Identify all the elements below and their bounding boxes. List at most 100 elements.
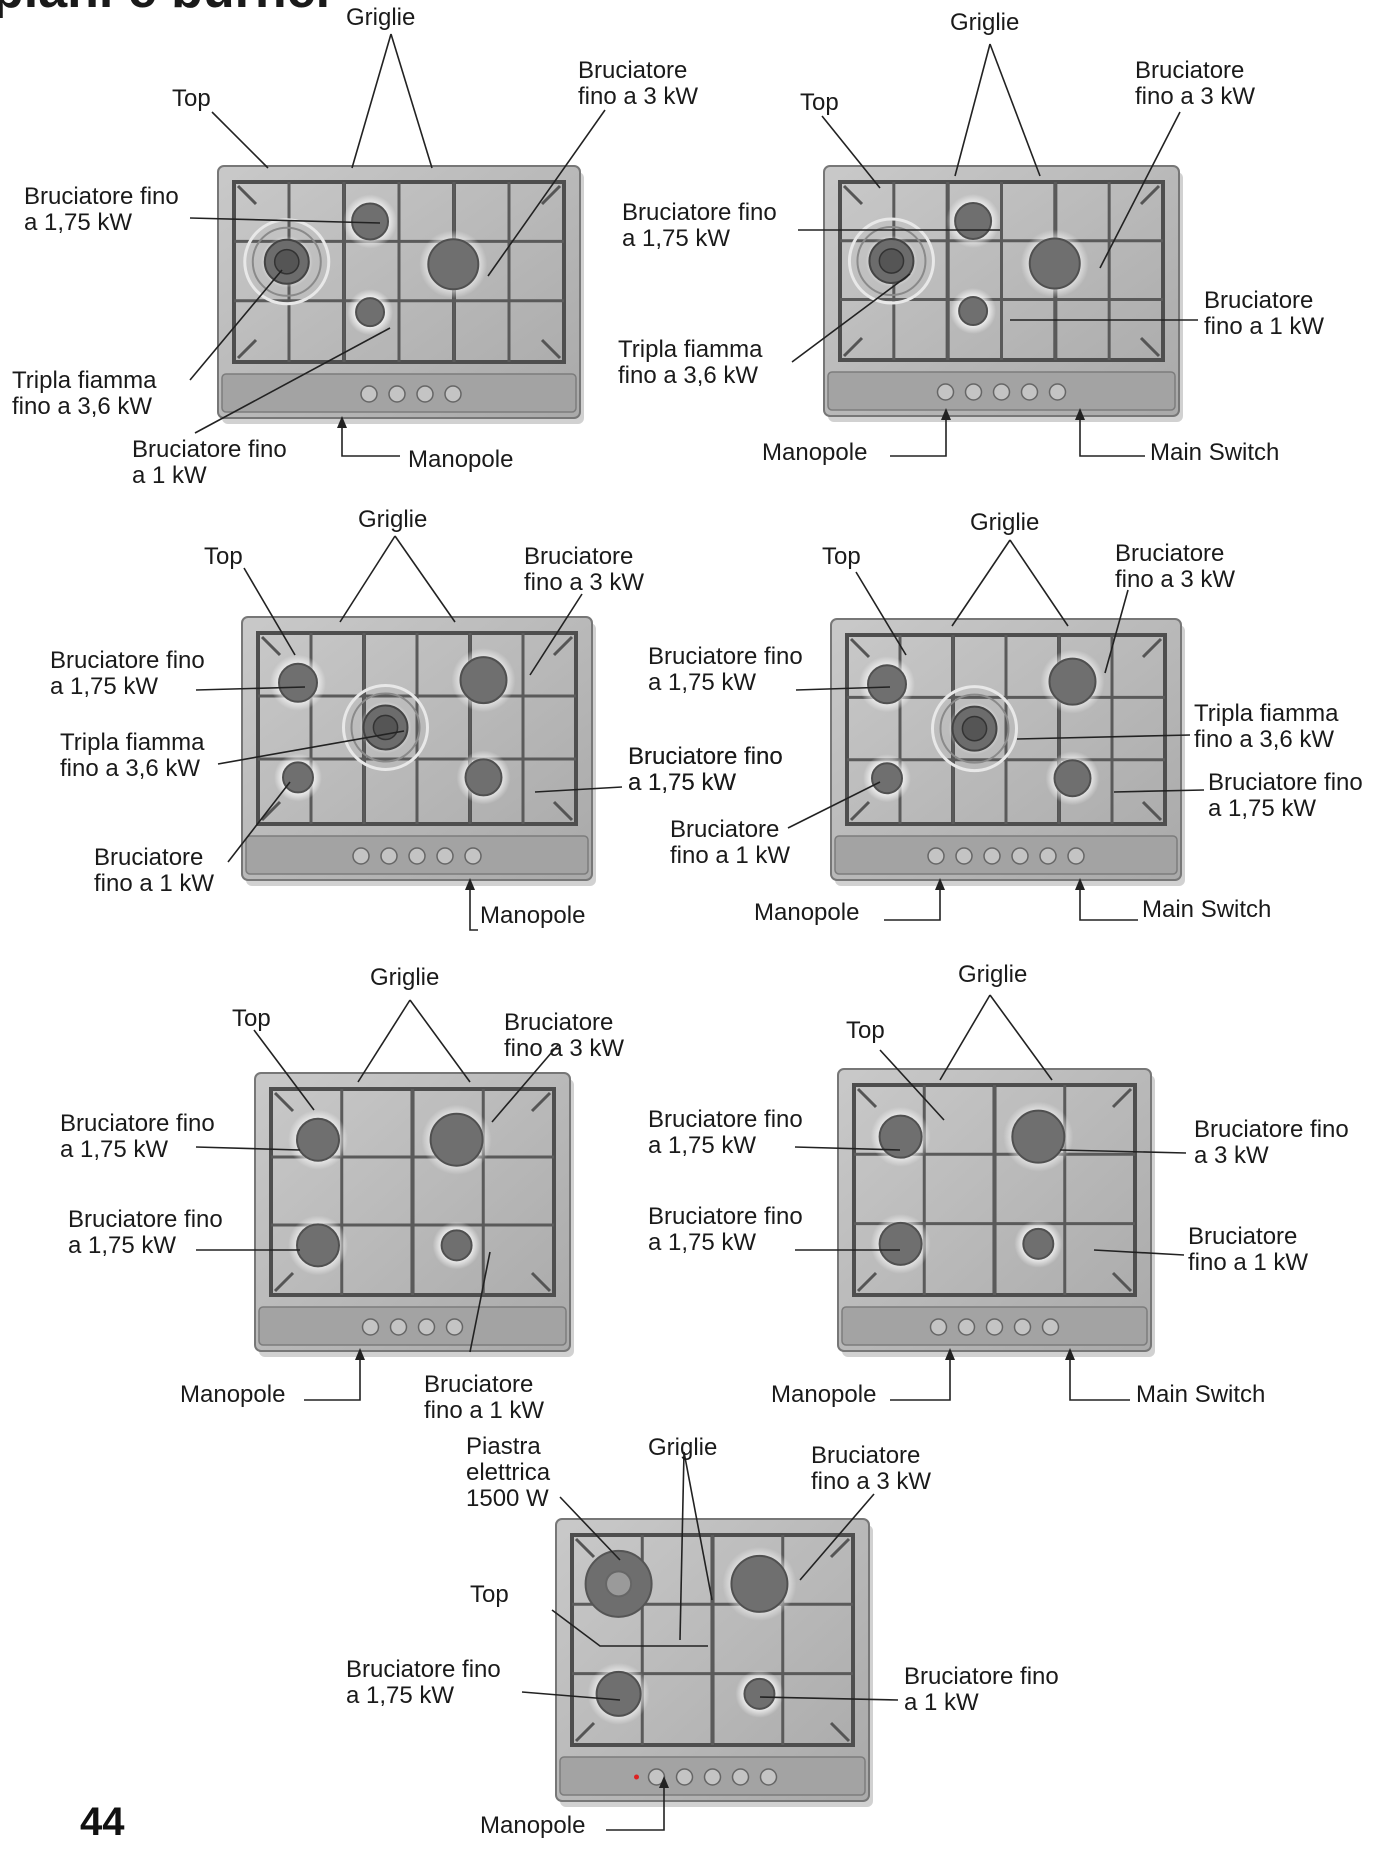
gas-burner-icon [871, 762, 903, 795]
indicator-light-icon [634, 1774, 639, 1780]
leader-line [939, 994, 991, 1081]
label-burner-175-right: Bruciatore fino a 1,75 kW [1208, 769, 1363, 822]
control-knob-icon [759, 1768, 778, 1786]
label-burner-175-left: Bruciatore fino a 1,75 kW [648, 643, 803, 696]
label-burner-175: Bruciatore fino a 1,75 kW [346, 1656, 501, 1709]
leader-line [1104, 589, 1129, 674]
leader-line [469, 1251, 491, 1353]
leader-line [1079, 882, 1138, 921]
control-knob-icon [408, 847, 426, 865]
grate-corner [849, 637, 871, 659]
label-burner-175-upper: Bruciatore fino a 1,75 kW [648, 1106, 803, 1159]
label-manopole: Manopole [408, 446, 514, 473]
leader-line [799, 1493, 875, 1581]
label-griglie: Griglie [358, 506, 428, 533]
control-knob-icon [360, 385, 378, 403]
label-burner-3kw: Bruciatore fino a 3 kW [504, 1009, 625, 1062]
gas-burner-icon [878, 1114, 923, 1159]
leader-line [534, 786, 623, 793]
grate-corner [829, 1537, 851, 1559]
control-knob-icon [464, 847, 482, 865]
leader-line [890, 412, 947, 457]
grate-corner [849, 800, 871, 822]
arrowhead-icon [659, 1776, 669, 1788]
grate-corner [530, 1271, 552, 1293]
control-knob-icon [929, 1318, 948, 1336]
gas-burner-icon [440, 1229, 473, 1262]
label-top: Top [800, 89, 839, 116]
label-burner-1kw: Bruciatore fino a 1 kW [132, 436, 287, 489]
leader-line [491, 1044, 559, 1123]
grate-corner [260, 635, 282, 657]
label-burner-175: Bruciatore fino a 1,75 kW [622, 199, 777, 252]
label-burner-1kw: Bruciatore fino a 1 kW [424, 1371, 545, 1424]
triple-ring-icon [350, 692, 421, 763]
gas-burner-icon [351, 202, 390, 241]
leader-line [211, 111, 269, 169]
gas-burner-icon [282, 761, 314, 794]
label-burner-175-lower: Bruciatore fino a 1,75 kW [68, 1206, 223, 1259]
control-knob-icon [389, 1318, 408, 1336]
control-knob-icon [992, 383, 1011, 401]
control-knob-icon [1048, 383, 1067, 401]
grate-corner [273, 1271, 295, 1293]
hob-5-illustration [254, 1072, 574, 1357]
label-burner-1kw: Bruciatore fino a 1 kW [904, 1663, 1059, 1716]
control-knob-icon [436, 847, 454, 865]
label-manopole: Manopole [771, 1381, 877, 1408]
hob-3-illustration [241, 616, 596, 886]
leader-line [879, 1049, 945, 1121]
leader-line [795, 686, 891, 691]
arrowhead-icon [1065, 1348, 1075, 1360]
label-burner-175-upper: Bruciatore fino a 1,75 kW [60, 1110, 215, 1163]
leader-line [1016, 734, 1191, 740]
hob-4-illustration [830, 618, 1185, 886]
leader-line [679, 1451, 685, 1641]
arrowhead-icon [337, 416, 347, 428]
label-griglie: Griglie [370, 964, 440, 991]
gas-burner-icon [743, 1677, 776, 1710]
grate-corner [273, 1091, 295, 1113]
triple-ring-icon [939, 693, 1010, 764]
leader-line [1079, 412, 1145, 457]
gas-burner-icon [296, 1117, 340, 1162]
triple-ring-icon [847, 217, 935, 305]
arrowhead-icon [941, 408, 951, 420]
grate-corner [260, 800, 282, 822]
gas-burner-icon [296, 1223, 340, 1268]
control-knob-icon [983, 847, 1001, 865]
control-knob-icon [1020, 383, 1039, 401]
leader-line [394, 535, 456, 623]
label-top: Top [822, 543, 861, 570]
leader-line [1099, 111, 1181, 269]
grate-corner [1139, 336, 1161, 358]
leader-line [787, 781, 881, 829]
arrowhead-icon [945, 1348, 955, 1360]
label-griglie: Griglie [346, 4, 416, 31]
control-knob-icon [380, 847, 398, 865]
control-knob-icon [444, 385, 462, 403]
leader-line [357, 999, 411, 1083]
control-knob-icon [1067, 847, 1085, 865]
control-knob-icon [936, 383, 955, 401]
label-hotplate: Piastra elettrica 1500 W [466, 1433, 551, 1512]
control-knob-icon [964, 383, 983, 401]
leader-line [217, 730, 405, 765]
hob-6-illustration [837, 1068, 1155, 1357]
grate-corner [1141, 800, 1163, 822]
control-knob-icon [675, 1768, 694, 1786]
leader-line [341, 420, 400, 457]
leader-line [1069, 1352, 1130, 1401]
grate-corner [552, 800, 574, 822]
leader-line [189, 269, 283, 381]
grate-corner [540, 184, 562, 206]
triple-ring-icon [931, 685, 1018, 773]
hob-front-panel [258, 1306, 567, 1346]
grate-corner [530, 1091, 552, 1113]
label-burner-3kw: Bruciatore fino a 3 kW [578, 57, 699, 110]
leader-line [759, 1696, 899, 1701]
leader-line [606, 1780, 665, 1831]
leader-line [409, 999, 471, 1083]
control-knob-icon [647, 1768, 666, 1786]
leader-line [339, 535, 396, 623]
